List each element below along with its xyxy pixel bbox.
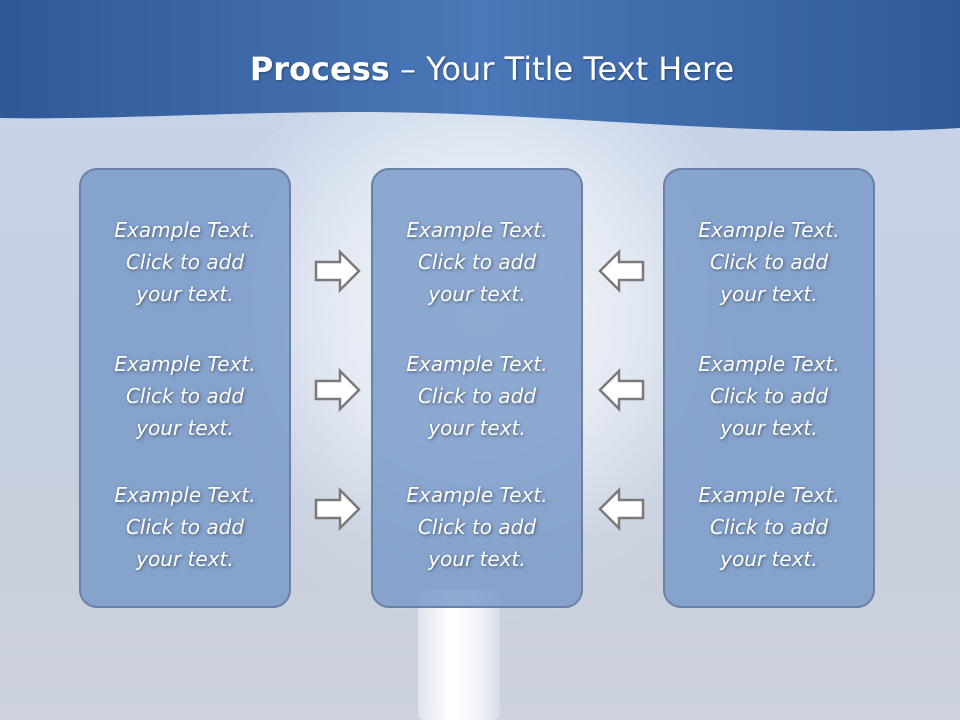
text-line: your text. bbox=[136, 416, 234, 440]
title-rest: – Your Title Text Here bbox=[389, 50, 735, 88]
process-box-right[interactable]: Example Text. Click to add your text. Ex… bbox=[663, 168, 875, 608]
text-line: your text. bbox=[720, 547, 818, 571]
text-line: Click to add bbox=[709, 250, 829, 274]
text-line: your text. bbox=[428, 282, 526, 306]
text-line: your text. bbox=[720, 416, 818, 440]
left-arrow-icon[interactable] bbox=[597, 368, 645, 412]
text-line: your text. bbox=[428, 416, 526, 440]
text-line: Click to add bbox=[125, 250, 245, 274]
text-line: Example Text. bbox=[406, 352, 548, 376]
text-line: Example Text. bbox=[114, 218, 256, 242]
process-box-left[interactable]: Example Text. Click to add your text. Ex… bbox=[79, 168, 291, 608]
text-line: Click to add bbox=[417, 384, 537, 408]
text-placeholder[interactable]: Example Text. Click to add your text. bbox=[665, 479, 873, 575]
text-line: Click to add bbox=[417, 250, 537, 274]
text-line: Example Text. bbox=[698, 218, 840, 242]
text-line: your text. bbox=[428, 547, 526, 571]
text-line: Click to add bbox=[417, 515, 537, 539]
title-bold: Process bbox=[249, 50, 390, 88]
background-stream-image bbox=[418, 590, 500, 720]
text-placeholder[interactable]: Example Text. Click to add your text. bbox=[373, 214, 581, 310]
text-placeholder[interactable]: Example Text. Click to add your text. bbox=[373, 348, 581, 444]
process-box-center[interactable]: Example Text. Click to add your text. Ex… bbox=[371, 168, 583, 608]
text-placeholder[interactable]: Example Text. Click to add your text. bbox=[81, 479, 289, 575]
text-line: Click to add bbox=[125, 515, 245, 539]
slide-title[interactable]: Process – Your Title Text Here bbox=[0, 50, 960, 88]
text-line: Example Text. bbox=[698, 483, 840, 507]
left-arrow-icon[interactable] bbox=[597, 487, 645, 531]
header-band bbox=[0, 0, 960, 131]
text-line: your text. bbox=[136, 282, 234, 306]
text-line: Example Text. bbox=[406, 218, 548, 242]
text-placeholder[interactable]: Example Text. Click to add your text. bbox=[81, 214, 289, 310]
left-arrow-icon[interactable] bbox=[597, 249, 645, 293]
right-arrow-icon[interactable] bbox=[314, 487, 362, 531]
right-arrow-icon[interactable] bbox=[314, 368, 362, 412]
text-line: Example Text. bbox=[698, 352, 840, 376]
text-placeholder[interactable]: Example Text. Click to add your text. bbox=[81, 348, 289, 444]
text-line: your text. bbox=[720, 282, 818, 306]
text-line: Click to add bbox=[125, 384, 245, 408]
right-arrow-icon[interactable] bbox=[314, 249, 362, 293]
text-line: Example Text. bbox=[406, 483, 548, 507]
text-line: Example Text. bbox=[114, 352, 256, 376]
text-line: your text. bbox=[136, 547, 234, 571]
text-line: Example Text. bbox=[114, 483, 256, 507]
text-line: Click to add bbox=[709, 515, 829, 539]
text-line: Click to add bbox=[709, 384, 829, 408]
text-placeholder[interactable]: Example Text. Click to add your text. bbox=[665, 214, 873, 310]
text-placeholder[interactable]: Example Text. Click to add your text. bbox=[665, 348, 873, 444]
text-placeholder[interactable]: Example Text. Click to add your text. bbox=[373, 479, 581, 575]
